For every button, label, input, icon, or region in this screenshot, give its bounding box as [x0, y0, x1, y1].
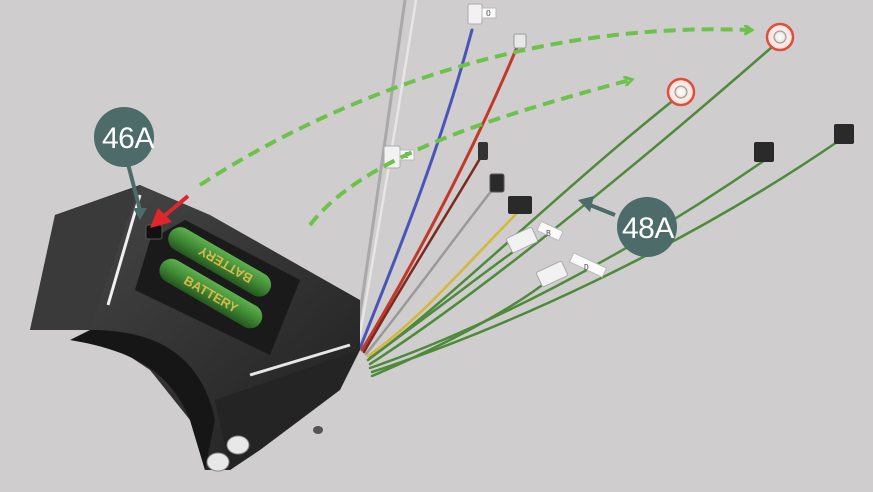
connector: [478, 142, 488, 160]
led-highlight: [666, 77, 696, 107]
wire-connectors: O C B D: [383, 3, 854, 288]
connector: [508, 196, 532, 214]
connector: O: [467, 3, 497, 25]
wire-tag: B: [546, 229, 551, 238]
battery-box: BATTERY BATTERY: [30, 185, 360, 472]
dashed-arrow: [198, 29, 750, 187]
connector: [489, 173, 505, 193]
connector: [754, 142, 774, 162]
callout-46a: 46A: [94, 107, 155, 220]
connector: [513, 33, 527, 49]
connector: [834, 124, 854, 144]
callout-label: 48A: [622, 212, 674, 245]
callout-label: 46A: [102, 122, 154, 155]
red-pointer-arrow: [150, 194, 190, 228]
led-highlight: [765, 22, 795, 52]
wire-tag: D: [584, 263, 589, 272]
connector: B: [506, 220, 564, 254]
wire-tag: O: [486, 9, 491, 18]
wire-bundle: [353, 0, 842, 378]
dashed-arrow: [308, 80, 630, 227]
connector: D: [536, 252, 608, 288]
power-switch: [145, 224, 163, 240]
callout-48a: 48A: [578, 196, 677, 257]
